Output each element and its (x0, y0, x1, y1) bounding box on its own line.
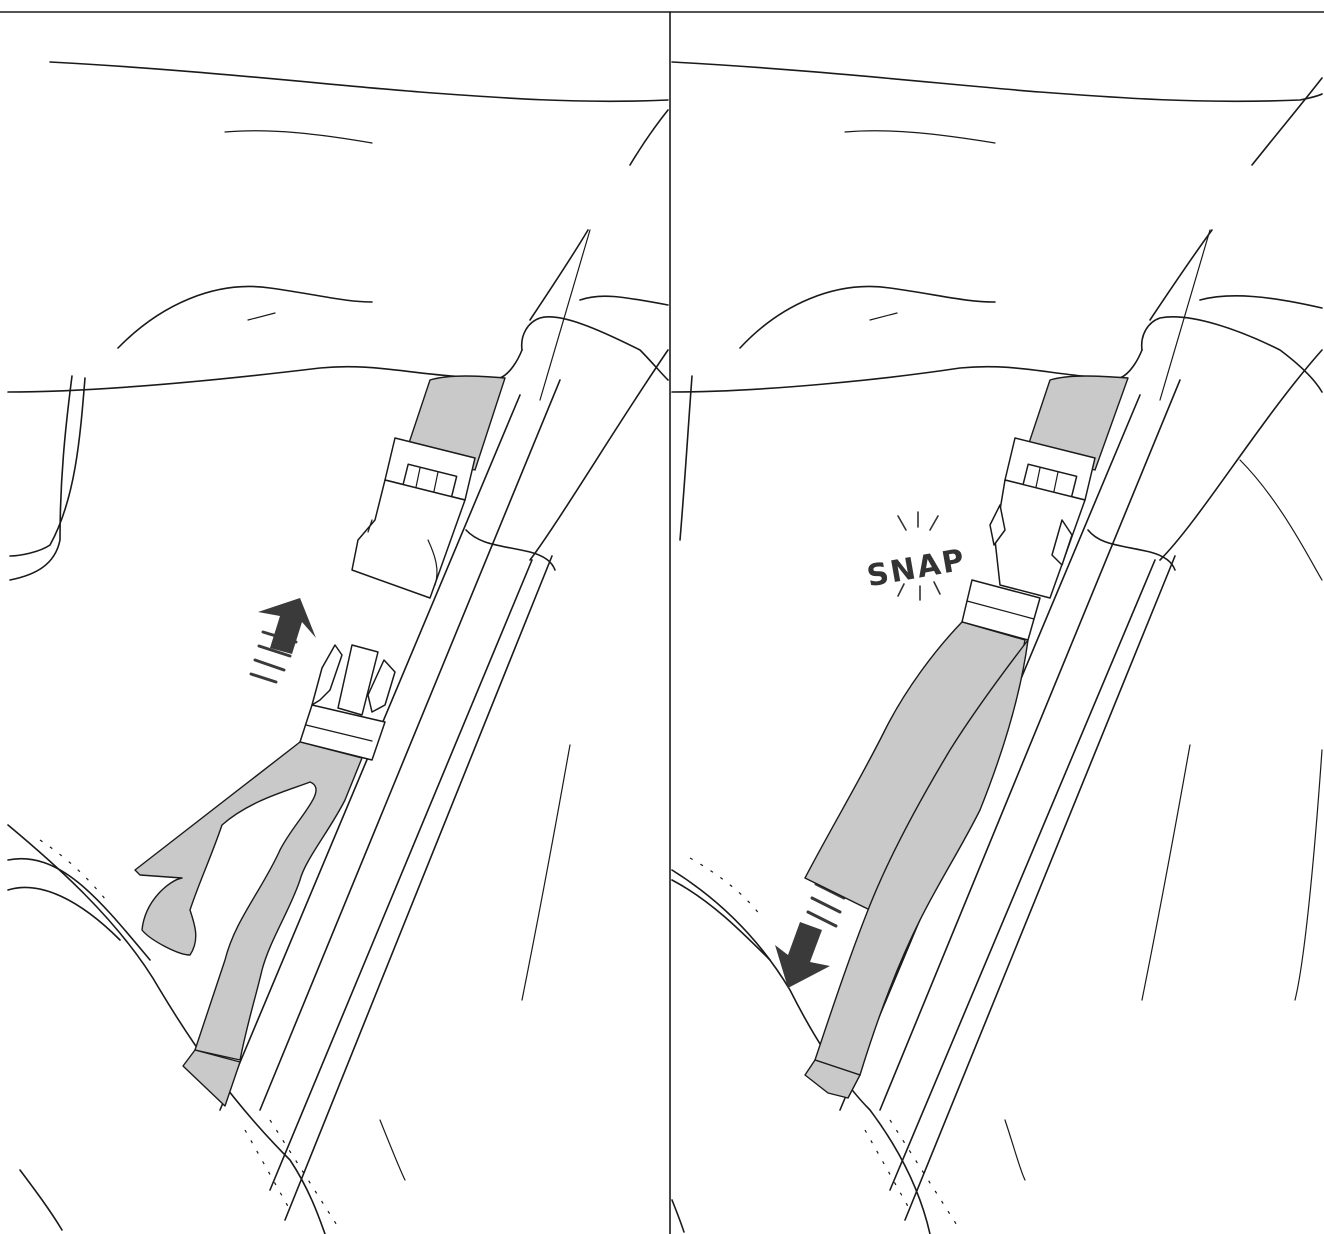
snap-burst: SNAP (864, 512, 968, 600)
lower-strap-right (805, 622, 1028, 1098)
female-buckle-left (352, 438, 475, 598)
panel-right: SNAP (672, 62, 1322, 1234)
connected-buckle-right (962, 438, 1095, 640)
male-buckle-left (300, 645, 395, 760)
snap-label: SNAP (864, 543, 968, 595)
up-arrow-icon (251, 598, 316, 682)
panel-left (8, 62, 668, 1234)
